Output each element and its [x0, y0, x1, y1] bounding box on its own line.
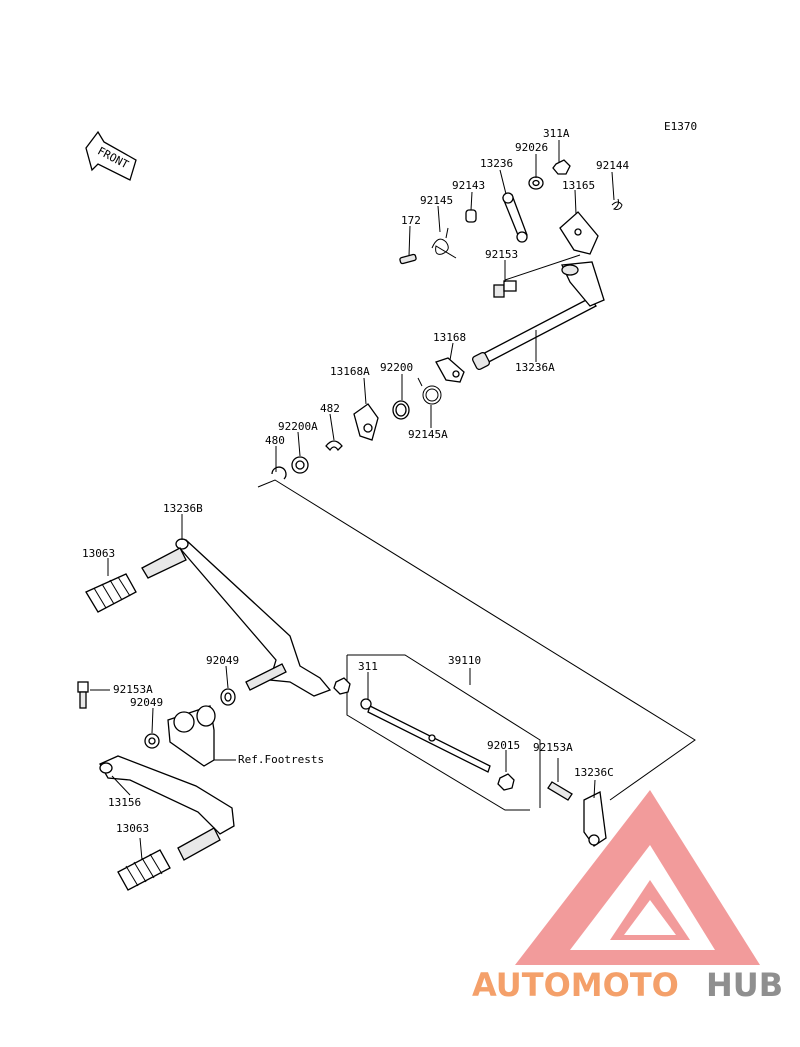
part-92143-collar: [465, 209, 477, 223]
part-13063-bottom-pedal: [117, 827, 221, 891]
part-13168-plate: [435, 357, 465, 383]
part-13236C-lever: [583, 791, 607, 847]
label-92144: 92144: [596, 159, 629, 172]
part-92145A-spring: [417, 377, 442, 405]
label-13168A: 13168A: [330, 365, 370, 378]
label-92145: 92145: [420, 194, 453, 207]
label-172: 172: [401, 214, 421, 227]
part-311A: [552, 159, 571, 175]
part-92153A-bolt-right: [547, 781, 573, 801]
label-92049-a: 92049: [206, 654, 239, 667]
label-92200A: 92200A: [278, 420, 318, 433]
label-92143: 92143: [452, 179, 485, 192]
part-92153-bolt: [493, 280, 517, 298]
part-13236-lever: [502, 192, 528, 243]
watermark-text-part2: HUB: [706, 966, 783, 1004]
part-13168A-cam: [353, 403, 379, 441]
label-92015: 92015: [487, 739, 520, 752]
part-92026: [528, 176, 544, 190]
label-ref-footrests: Ref.Footrests: [238, 753, 324, 766]
part-13063-top-pedal: [85, 547, 187, 613]
watermark-text-part1: AUTOMOTO: [472, 966, 679, 1004]
front-arrow-icon: FRONT: [85, 130, 137, 181]
diagram-code: E1370: [664, 120, 697, 133]
part-39110-rod: [360, 698, 491, 773]
part-92145-spring: [431, 227, 457, 259]
watermark-text: AUTOMOTO HUB: [472, 966, 783, 1004]
label-13168: 13168: [433, 331, 466, 344]
part-pivot-shaft: [245, 663, 287, 691]
part-13165-plate: [559, 211, 599, 255]
part-footrest-bracket: [167, 705, 216, 767]
label-480: 480: [265, 434, 285, 447]
label-39110: 39110: [448, 654, 481, 667]
part-311-nut: [333, 677, 351, 695]
part-92015-nut: [497, 773, 515, 791]
part-92200A-washer: [291, 456, 309, 474]
assembly-outline: [257, 479, 696, 801]
label-92145A: 92145A: [408, 428, 448, 441]
rod-bracket-right: [347, 654, 541, 808]
label-13236C: 13236C: [574, 766, 614, 779]
label-311A: 311A: [543, 127, 570, 140]
label-311: 311: [358, 660, 378, 673]
label-92200: 92200: [380, 361, 413, 374]
label-92153: 92153: [485, 248, 518, 261]
label-92026: 92026: [515, 141, 548, 154]
leader-lines: [90, 140, 615, 861]
part-92049-washer-a: [220, 688, 236, 706]
part-13236A-shaft: [471, 261, 605, 371]
label-13063-top: 13063: [82, 547, 115, 560]
label-13063-bottom: 13063: [116, 822, 149, 835]
label-13236: 13236: [480, 157, 513, 170]
part-480-ring: [271, 466, 287, 480]
part-172-pin: [399, 253, 417, 265]
part-92144-spring: [611, 198, 623, 210]
watermark-logo-icon: [515, 790, 760, 965]
part-482-clip: [325, 440, 343, 452]
label-482: 482: [320, 402, 340, 415]
leader-92153-shaft: [504, 254, 581, 281]
label-13236A: 13236A: [515, 361, 555, 374]
label-92049-b: 92049: [130, 696, 163, 709]
part-13156-lever: [99, 755, 235, 835]
label-13156: 13156: [108, 796, 141, 809]
label-92153A-right: 92153A: [533, 741, 573, 754]
label-13165: 13165: [562, 179, 595, 192]
label-13236B: 13236B: [163, 502, 203, 515]
part-92049-washer-b: [144, 733, 160, 749]
part-13236B-lever: [175, 538, 332, 697]
label-92153A-left: 92153A: [113, 683, 153, 696]
part-92153A-bolt-left: [77, 681, 89, 709]
part-92200-washer: [392, 400, 410, 420]
